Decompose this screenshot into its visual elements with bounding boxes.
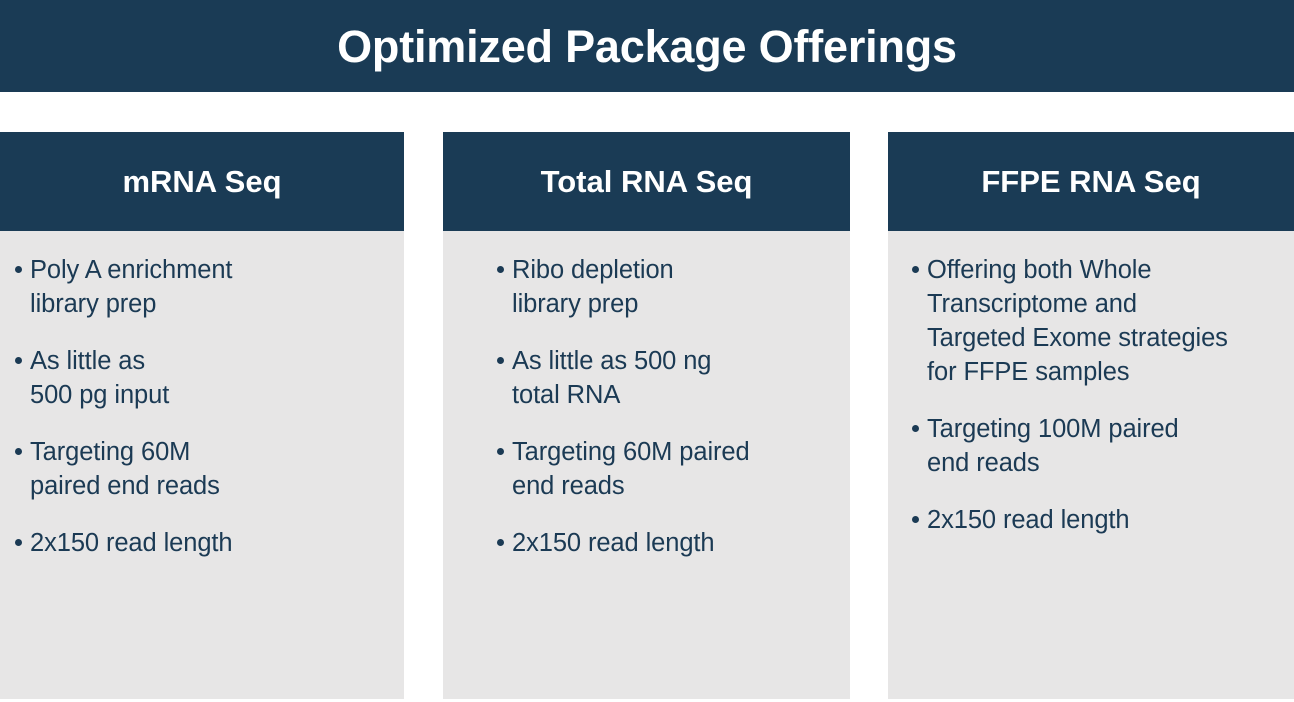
list-item-text: Ribo depletion library prep [512,256,674,318]
list-item-text: As little as 500 ng total RNA [512,347,712,409]
package-column-ffpe-rna-seq: FFPE RNA Seq Offering both Whole Transcr… [888,132,1294,699]
column-title: FFPE RNA Seq [981,164,1201,199]
list-item-text: 2x150 read length [30,529,233,557]
list-item: As little as 500 ng total RNA [495,344,842,412]
list-item: 2x150 read length [495,526,842,560]
list-item: 2x150 read length [13,526,396,560]
list-item: Ribo depletion library prep [495,253,842,321]
column-header-total-rna-seq: Total RNA Seq [443,132,850,231]
bullet-dot-icon [912,516,919,523]
list-item-text: Targeting 60M paired end reads [30,438,220,500]
bullet-dot-icon [15,539,22,546]
list-item-text: Poly A enrichment library prep [30,256,233,318]
column-header-mrna-seq: mRNA Seq [0,132,404,231]
list-item: 2x150 read length [910,503,1286,537]
bullet-dot-icon [497,357,504,364]
list-item: Offering both Whole Transcriptome and Ta… [910,253,1286,389]
title-banner: Optimized Package Offerings [0,0,1294,92]
column-body-ffpe-rna-seq: Offering both Whole Transcriptome and Ta… [888,231,1294,699]
package-columns: mRNA Seq Poly A enrichment library prep … [0,132,1294,699]
bullet-dot-icon [15,448,22,455]
list-item-text: 2x150 read length [927,506,1130,534]
feature-list-ffpe-rna-seq: Offering both Whole Transcriptome and Ta… [910,253,1286,537]
list-item: Targeting 100M paired end reads [910,412,1286,480]
bullet-dot-icon [912,425,919,432]
feature-list-total-rna-seq: Ribo depletion library prep As little as… [495,253,842,560]
list-item-text: As little as 500 pg input [30,347,170,409]
column-title: Total RNA Seq [540,164,753,199]
column-body-total-rna-seq: Ribo depletion library prep As little as… [443,231,850,699]
page-title: Optimized Package Offerings [337,20,957,72]
list-item-text: Targeting 60M paired end reads [512,438,750,500]
bullet-dot-icon [497,266,504,273]
bullet-dot-icon [15,266,22,273]
package-column-total-rna-seq: Total RNA Seq Ribo depletion library pre… [443,132,850,699]
bullet-dot-icon [497,539,504,546]
column-title: mRNA Seq [122,164,282,199]
column-header-ffpe-rna-seq: FFPE RNA Seq [888,132,1294,231]
list-item: Poly A enrichment library prep [13,253,396,321]
list-item-text: Targeting 100M paired end reads [927,415,1179,477]
list-item: As little as 500 pg input [13,344,396,412]
list-item-text: 2x150 read length [512,529,715,557]
bullet-dot-icon [497,448,504,455]
list-item: Targeting 60M paired end reads [495,435,842,503]
bullet-dot-icon [15,357,22,364]
list-item: Targeting 60M paired end reads [13,435,396,503]
package-column-mrna-seq: mRNA Seq Poly A enrichment library prep … [0,132,404,699]
list-item-text: Offering both Whole Transcriptome and Ta… [927,256,1228,386]
feature-list-mrna-seq: Poly A enrichment library prep As little… [13,253,396,560]
bullet-dot-icon [912,266,919,273]
column-body-mrna-seq: Poly A enrichment library prep As little… [0,231,404,699]
